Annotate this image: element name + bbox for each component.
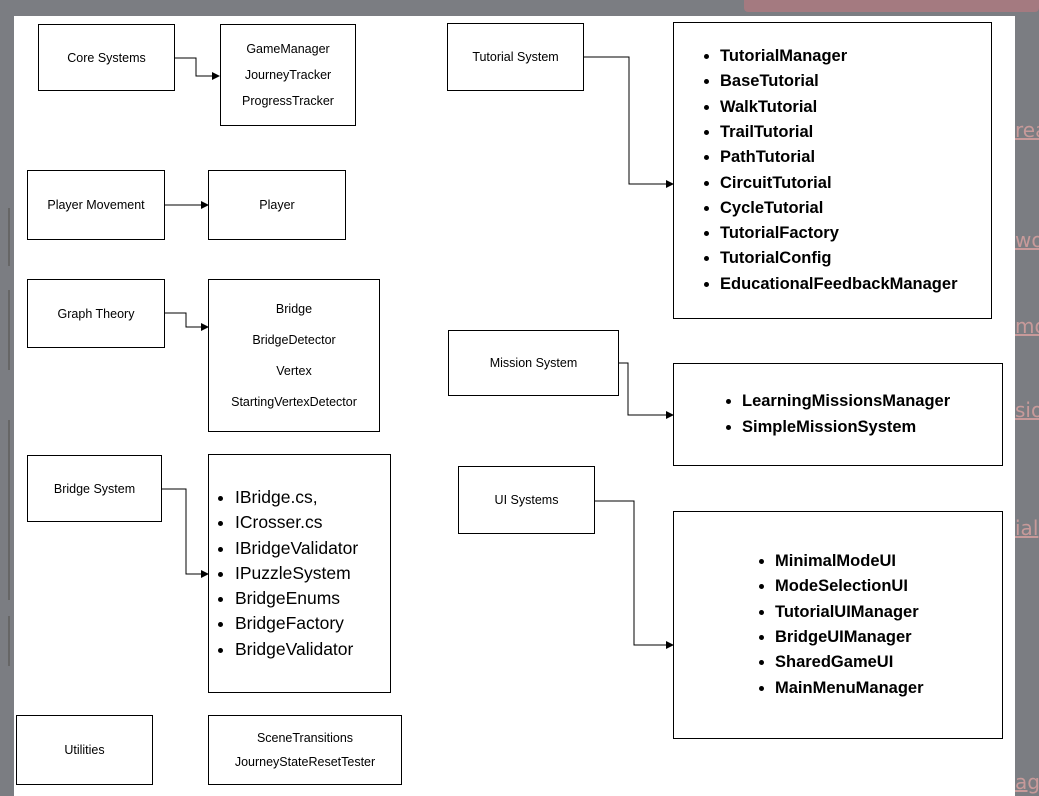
list-item: MinimalModeUI (775, 549, 924, 574)
ui-systems-classes: MinimalModeUI ModeSelectionUI TutorialUI… (673, 511, 1003, 739)
list-item: IBridge.cs, (235, 485, 358, 510)
list-item: BaseTutorial (720, 69, 958, 94)
mission-system-box: Mission System (448, 330, 619, 396)
core-systems-label: Core Systems (67, 50, 146, 65)
background-divider (8, 208, 16, 266)
list-item: TutorialManager (720, 44, 958, 69)
list-item: TutorialFactory (720, 221, 958, 246)
bridge-system-classes: IBridge.cs, ICrosser.cs IBridgeValidator… (208, 454, 391, 693)
utilities-label: Utilities (64, 743, 105, 757)
list-item: ICrosser.cs (235, 510, 358, 535)
list-item: IPuzzleSystem (235, 561, 358, 586)
diagram-canvas: Core Systems GameManager JourneyTracker … (14, 16, 1015, 796)
list-item: PathTutorial (720, 145, 958, 170)
list-item: TutorialConfig (720, 246, 958, 271)
mission-system-label: Mission System (489, 356, 578, 370)
player-movement-label: Player Movement (47, 198, 145, 212)
background-top-bar (744, 0, 1039, 12)
mission-system-list: LearningMissionsManager SimpleMissionSys… (674, 389, 950, 440)
ui-systems-box: UI Systems (458, 466, 595, 534)
list-item: LearningMissionsManager (742, 389, 950, 414)
list-item: BridgeValidator (235, 637, 358, 662)
background-divider (8, 616, 16, 666)
list-item: SimpleMissionSystem (742, 415, 950, 440)
class-label: GameManager (246, 42, 330, 56)
list-item: BridgeUIManager (775, 625, 924, 650)
background-link[interactable]: rea (1015, 118, 1039, 142)
list-item: BridgeFactory (235, 611, 358, 636)
connector-layer (161, 56, 674, 649)
graph-theory-box: Graph Theory (27, 279, 165, 348)
bridge-system-label: Bridge System (53, 481, 136, 496)
bridge-system-list: IBridge.cs, ICrosser.cs IBridgeValidator… (209, 485, 358, 662)
ui-systems-label: UI Systems (494, 493, 559, 507)
mission-system-classes: LearningMissionsManager SimpleMissionSys… (673, 363, 1003, 466)
connector-bridge-system (161, 488, 209, 578)
graph-theory-label: Graph Theory (57, 306, 135, 321)
tutorial-system-classes: TutorialManager BaseTutorial WalkTutoria… (673, 22, 992, 319)
core-systems-classes: GameManager JourneyTracker ProgressTrack… (220, 24, 356, 126)
connector-mission-system (618, 362, 674, 419)
list-item: CircuitTutorial (720, 171, 958, 196)
class-label: ProgressTracker (242, 94, 334, 108)
core-systems-box: Core Systems (38, 24, 175, 91)
class-label: StartingVertexDetector (231, 395, 357, 409)
bridge-system-box: Bridge System (27, 455, 162, 522)
tutorial-system-label: Tutorial System (472, 50, 559, 64)
tutorial-system-box: Tutorial System (447, 23, 584, 91)
connector-core-systems (174, 57, 220, 80)
player-movement-classes: Player (208, 170, 346, 240)
list-item: SharedGameUI (775, 650, 924, 675)
class-label: JourneyStateResetTester (234, 755, 376, 769)
utilities-classes: SceneTransitions JourneyStateResetTester (208, 715, 402, 785)
background-link[interactable]: mo (1015, 314, 1039, 338)
class-label: Player (259, 198, 295, 212)
graph-theory-classes: Bridge BridgeDetector Vertex StartingVer… (208, 279, 380, 432)
list-item: CycleTutorial (720, 196, 958, 221)
class-label: JourneyTracker (244, 68, 332, 82)
connector-tutorial-system (583, 56, 674, 188)
class-label: Vertex (276, 364, 312, 378)
background-link[interactable]: ial (1015, 516, 1039, 540)
background-divider (8, 420, 16, 600)
class-label: Bridge (275, 302, 313, 316)
player-movement-box: Player Movement (27, 170, 165, 240)
background-divider (8, 290, 16, 370)
list-item: WalkTutorial (720, 95, 958, 120)
class-label: SceneTransitions (256, 731, 354, 745)
list-item: MainMenuManager (775, 676, 924, 701)
list-item: EducationalFeedbackManager (720, 272, 958, 297)
tutorial-system-list: TutorialManager BaseTutorial WalkTutoria… (674, 44, 958, 297)
ui-systems-list: MinimalModeUI ModeSelectionUI TutorialUI… (674, 549, 924, 701)
utilities-box: Utilities (16, 715, 153, 785)
list-item: ModeSelectionUI (775, 574, 924, 599)
class-label: BridgeDetector (252, 333, 336, 347)
background-link[interactable]: sio (1015, 398, 1039, 422)
background-link[interactable]: wo (1015, 228, 1039, 252)
connector-ui-systems (594, 500, 674, 649)
background-link[interactable]: age (1015, 770, 1039, 794)
list-item: TutorialUIManager (775, 600, 924, 625)
list-item: BridgeEnums (235, 586, 358, 611)
list-item: IBridgeValidator (235, 536, 358, 561)
list-item: TrailTutorial (720, 120, 958, 145)
connector-graph-theory (164, 312, 209, 331)
